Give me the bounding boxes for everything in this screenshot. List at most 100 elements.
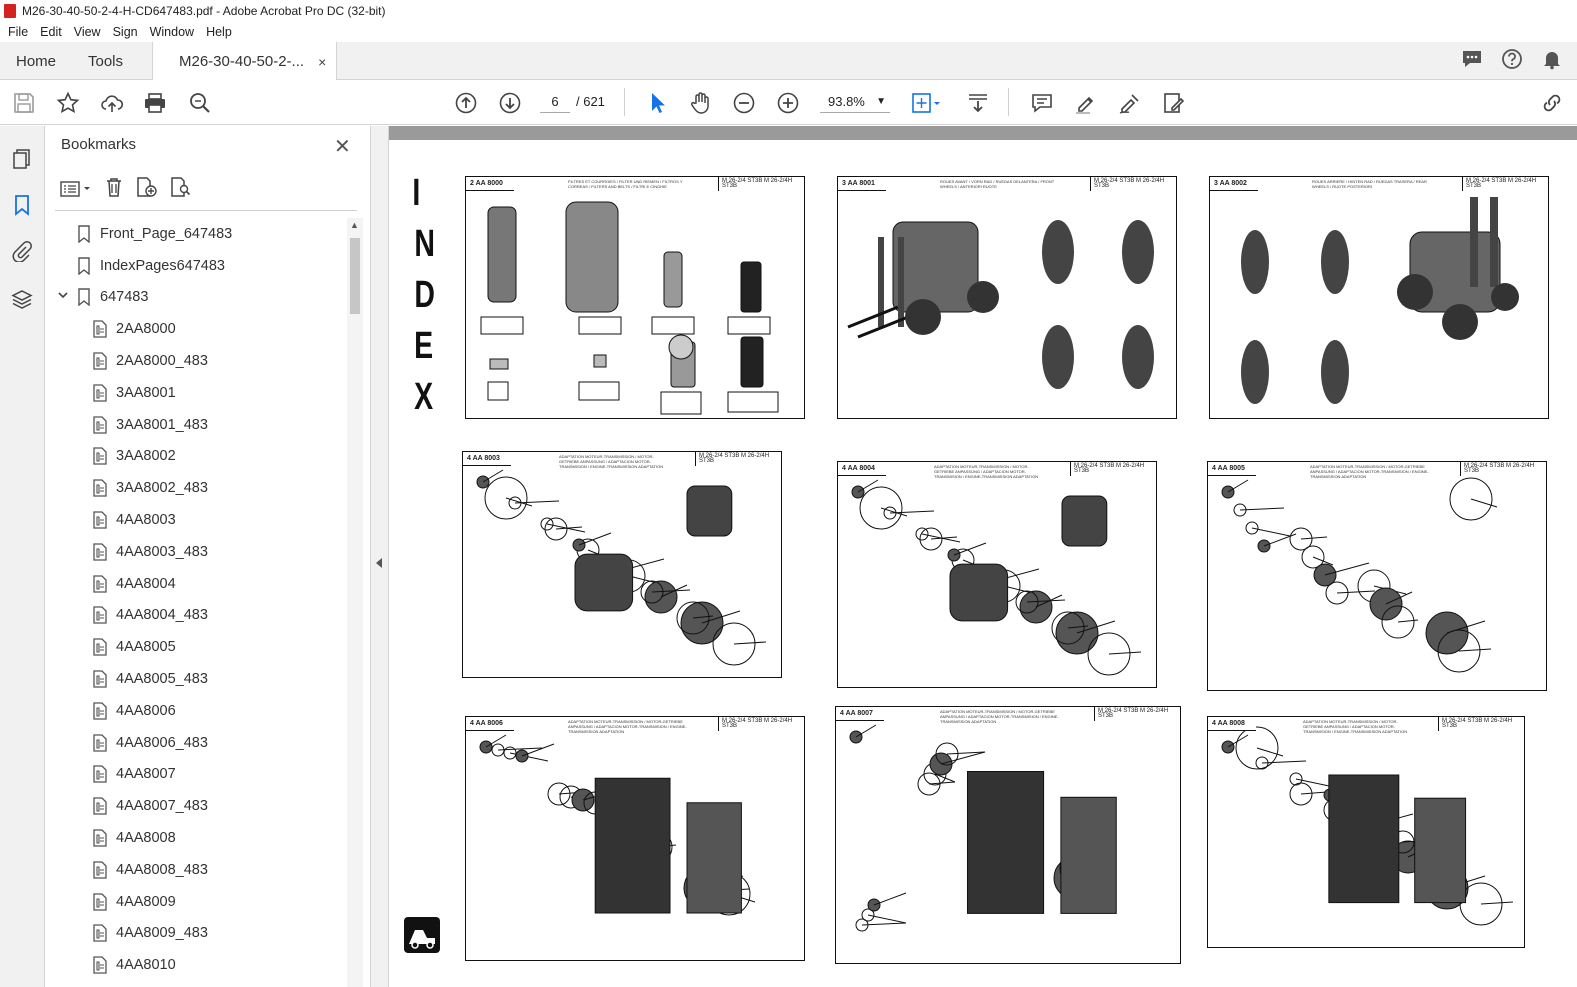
- panel-splitter[interactable]: [371, 126, 389, 987]
- collapse-panel-arrow-icon[interactable]: [376, 558, 382, 568]
- page-number-input[interactable]: 6: [540, 91, 570, 113]
- index-letter: D: [414, 274, 436, 316]
- bookmark-item[interactable]: Front_Page_647483: [45, 218, 350, 250]
- previous-page-icon[interactable]: [454, 91, 478, 115]
- bookmark-star-icon[interactable]: [56, 91, 80, 115]
- bookmark-item[interactable]: 4AA8003: [45, 504, 350, 536]
- notifications-bell-icon[interactable]: [1541, 48, 1563, 70]
- thumbnail-caption: ADAPTATION MOTEUR-TRANSMISSION / MOTOR-G…: [1303, 719, 1408, 734]
- bookmarks-ribbon-icon[interactable]: [11, 194, 33, 216]
- bookmark-item[interactable]: 4AA8006: [45, 695, 350, 727]
- bookmark-label: 2AA8000: [116, 321, 176, 338]
- bookmark-item[interactable]: 2AA8000_483: [45, 345, 350, 377]
- bookmark-item[interactable]: 4AA8003_483: [45, 536, 350, 568]
- delete-bookmark-icon[interactable]: [103, 176, 125, 201]
- help-icon[interactable]: [1501, 48, 1523, 70]
- zoom-level-select[interactable]: 93.8% ▼: [820, 91, 890, 113]
- zoom-in-icon[interactable]: [776, 91, 800, 115]
- close-panel-icon[interactable]: ✕: [334, 136, 351, 158]
- draw-signature-icon[interactable]: [1118, 91, 1142, 115]
- new-bookmark-icon[interactable]: [135, 176, 159, 201]
- bookmark-item[interactable]: 3AA8001: [45, 377, 350, 409]
- attachments-paperclip-icon[interactable]: [11, 240, 33, 263]
- bookmark-item[interactable]: 4AA8004_483: [45, 600, 350, 632]
- bookmark-item[interactable]: 4AA8009_483: [45, 918, 350, 950]
- add-comment-icon[interactable]: [1030, 91, 1054, 115]
- page-thumbnails-icon[interactable]: [11, 148, 33, 170]
- layers-icon[interactable]: [11, 288, 33, 310]
- thumbnail-models: M 26-2/4 ST3B M 26-2/4H ST3B: [1094, 707, 1180, 721]
- chevron-down-icon[interactable]: [57, 289, 76, 305]
- thumbnail-caption: ADAPTATION MOTEUR-TRANSMISSION / MOTOR-G…: [568, 719, 687, 734]
- tab-tools[interactable]: Tools: [88, 52, 124, 70]
- bookmark-item[interactable]: 4AA8007_483: [45, 790, 350, 822]
- bookmarks-scrollbar[interactable]: ▲: [347, 218, 363, 987]
- bookmark-item[interactable]: 4AA8010: [45, 949, 350, 981]
- bookmark-item[interactable]: 4AA8009: [45, 886, 350, 918]
- menu-edit[interactable]: Edit: [40, 25, 62, 39]
- bookmark-item[interactable]: 4AA8005_483: [45, 663, 350, 695]
- bookmark-page-icon: [92, 956, 108, 974]
- bookmark-item[interactable]: 647483: [45, 282, 350, 314]
- comment-bubble-icon[interactable]: [1461, 48, 1483, 70]
- menu-sign[interactable]: Sign: [112, 25, 138, 39]
- bookmark-options-menu-icon[interactable]: [59, 179, 93, 199]
- hand-tool-icon[interactable]: [689, 91, 713, 115]
- tab-document[interactable]: M26-30-40-50-2-... ×: [152, 42, 338, 81]
- fill-sign-icon[interactable]: [1162, 91, 1186, 115]
- bookmark-item[interactable]: 4AA8007: [45, 759, 350, 791]
- bookmark-item[interactable]: 4AA8006_483: [45, 727, 350, 759]
- bookmark-item[interactable]: 4AA8008: [45, 822, 350, 854]
- bookmark-ribbon-icon: [76, 225, 92, 244]
- tab-home[interactable]: Home: [16, 52, 57, 70]
- thumbnail-caption: ROUES ARRIERE / HINTEN RAD / RUEDAS TRAS…: [1312, 179, 1427, 189]
- upload-cloud-icon[interactable]: [100, 91, 124, 115]
- bookmark-item[interactable]: 3AA8002_483: [45, 472, 350, 504]
- bookmark-item[interactable]: 4AA8004: [45, 568, 350, 600]
- zoom-out-icon[interactable]: [732, 91, 756, 115]
- bookmark-page-icon: [92, 352, 108, 370]
- share-link-icon[interactable]: [1540, 91, 1564, 115]
- bookmark-item[interactable]: 2AA8000: [45, 313, 350, 345]
- bookmark-item[interactable]: 3AA8001_483: [45, 409, 350, 441]
- save-icon[interactable]: [12, 91, 36, 115]
- thumbnail-code: 4 AA 8008: [1208, 717, 1256, 731]
- zoom-search-icon[interactable]: [188, 91, 212, 115]
- bookmark-item[interactable]: IndexPages647483: [45, 250, 350, 282]
- bookmark-label: 3AA8002: [116, 448, 176, 465]
- scroll-mode-icon[interactable]: [966, 91, 990, 115]
- select-cursor-icon[interactable]: [646, 91, 670, 115]
- bookmark-label: 3AA8002_483: [116, 480, 208, 497]
- scroll-up-arrow-icon[interactable]: ▲: [350, 220, 359, 230]
- next-page-icon[interactable]: [498, 91, 522, 115]
- menu-help[interactable]: Help: [206, 25, 232, 39]
- panel-divider: [55, 210, 357, 211]
- bookmark-item[interactable]: 4AA8005: [45, 631, 350, 663]
- menu-file[interactable]: File: [8, 25, 29, 39]
- bookmark-page-icon: [92, 606, 108, 625]
- highlight-pen-icon[interactable]: [1074, 91, 1098, 115]
- bookmark-label: 4AA8009_483: [116, 925, 208, 942]
- bookmark-item[interactable]: 3AA8002: [45, 441, 350, 473]
- menu-window[interactable]: Window: [149, 25, 195, 39]
- find-bookmark-icon[interactable]: [169, 176, 193, 201]
- print-icon[interactable]: [143, 91, 167, 115]
- bookmark-label: Front_Page_647483: [100, 225, 233, 242]
- scrollbar-thumb[interactable]: [350, 238, 360, 314]
- menu-view[interactable]: View: [73, 25, 101, 39]
- fit-page-icon[interactable]: [910, 91, 940, 115]
- bookmark-item[interactable]: 4AA8008_483: [45, 854, 350, 886]
- tab-close-icon[interactable]: ×: [318, 53, 327, 70]
- bookmark-page-icon: [92, 447, 108, 466]
